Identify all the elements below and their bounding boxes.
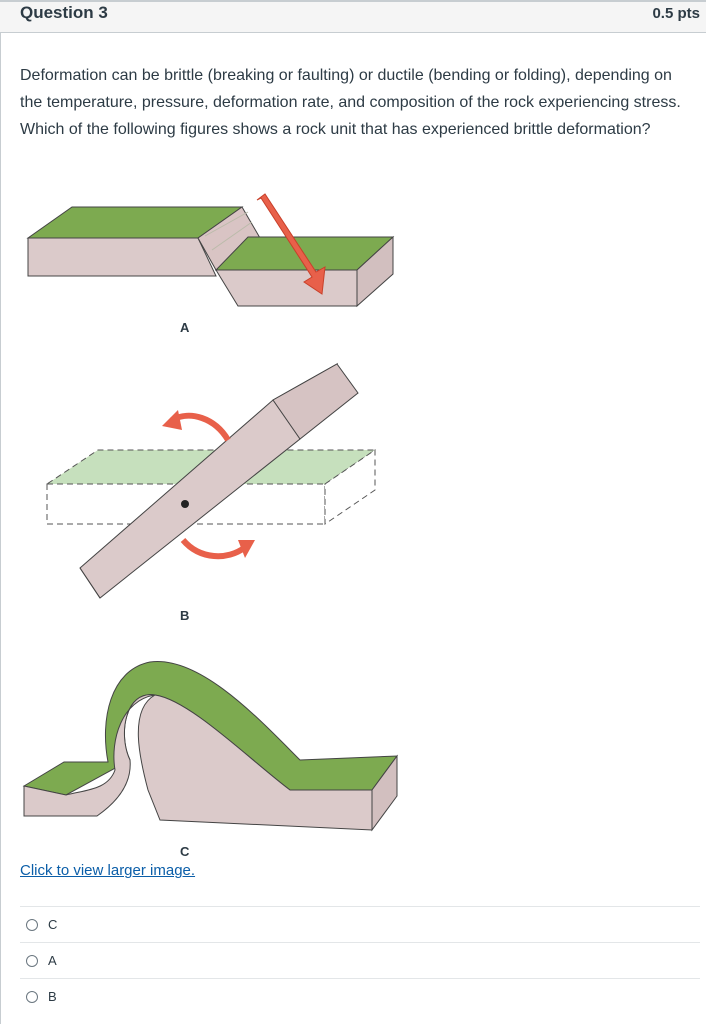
answer-label: A [48, 953, 57, 968]
top-border [0, 0, 706, 2]
radio-button[interactable] [26, 990, 38, 1003]
figure-a-fault-block [26, 206, 395, 308]
radio-button[interactable] [26, 954, 38, 967]
question-title: Question 3 [20, 3, 108, 22]
radio-button[interactable] [26, 918, 38, 931]
figure-c-label: C [180, 844, 190, 859]
answer-option-b[interactable]: B [20, 978, 700, 1014]
deformation-figures: A B C [22, 193, 399, 859]
figure-b-rotation-block [45, 362, 377, 599]
view-larger-image-link[interactable]: Click to view larger image. [20, 862, 196, 879]
figure-b-rotation-arrows [162, 410, 255, 560]
figure-a-motion-arrow [256, 193, 326, 295]
figure-b-label: B [180, 608, 189, 623]
answer-list: C A B [20, 906, 700, 1014]
figure-a-label: A [180, 320, 190, 335]
question-text: Deformation can be brittle (breaking or … [20, 67, 681, 138]
answer-label: B [48, 989, 57, 1004]
answer-label: C [48, 917, 58, 932]
answer-option-c[interactable]: C [20, 906, 700, 942]
left-border [0, 32, 1, 1024]
answer-option-a[interactable]: A [20, 942, 700, 978]
question-points: 0.5 pts [652, 5, 700, 22]
figure-c-folded-layer [22, 661, 399, 832]
question-header: Question 3 0.5 pts [0, 2, 706, 33]
